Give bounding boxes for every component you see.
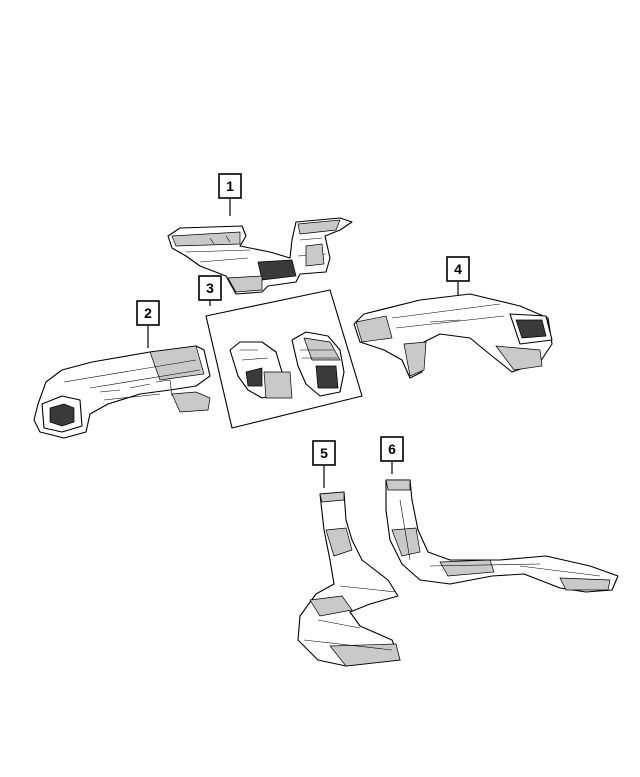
- callout-label-3: 3: [206, 280, 214, 296]
- part-2-left-duct: [33, 345, 211, 439]
- callout-label-2: 2: [144, 305, 152, 321]
- callout-3: 3: [198, 275, 222, 301]
- callout-2: 2: [136, 300, 160, 326]
- leader-lines: [147, 199, 459, 488]
- callout-4: 4: [446, 256, 470, 282]
- callout-label-6: 6: [388, 441, 396, 457]
- part-5-floor-duct: [297, 491, 401, 667]
- callout-1: 1: [218, 173, 242, 199]
- callout-label-5: 5: [320, 445, 328, 461]
- callout-label-4: 4: [454, 261, 462, 277]
- part-4-right-duct: [353, 293, 553, 379]
- callout-label-1: 1: [226, 178, 234, 194]
- callout-6: 6: [380, 436, 404, 462]
- part-3-bracket-kit: [205, 289, 363, 429]
- part-6-floor-duct: [385, 479, 619, 593]
- part-3-bracket-left: [229, 341, 293, 399]
- part-3-bracket-right: [291, 331, 345, 397]
- part-1-center-duct: [167, 217, 353, 295]
- callout-5: 5: [312, 440, 336, 466]
